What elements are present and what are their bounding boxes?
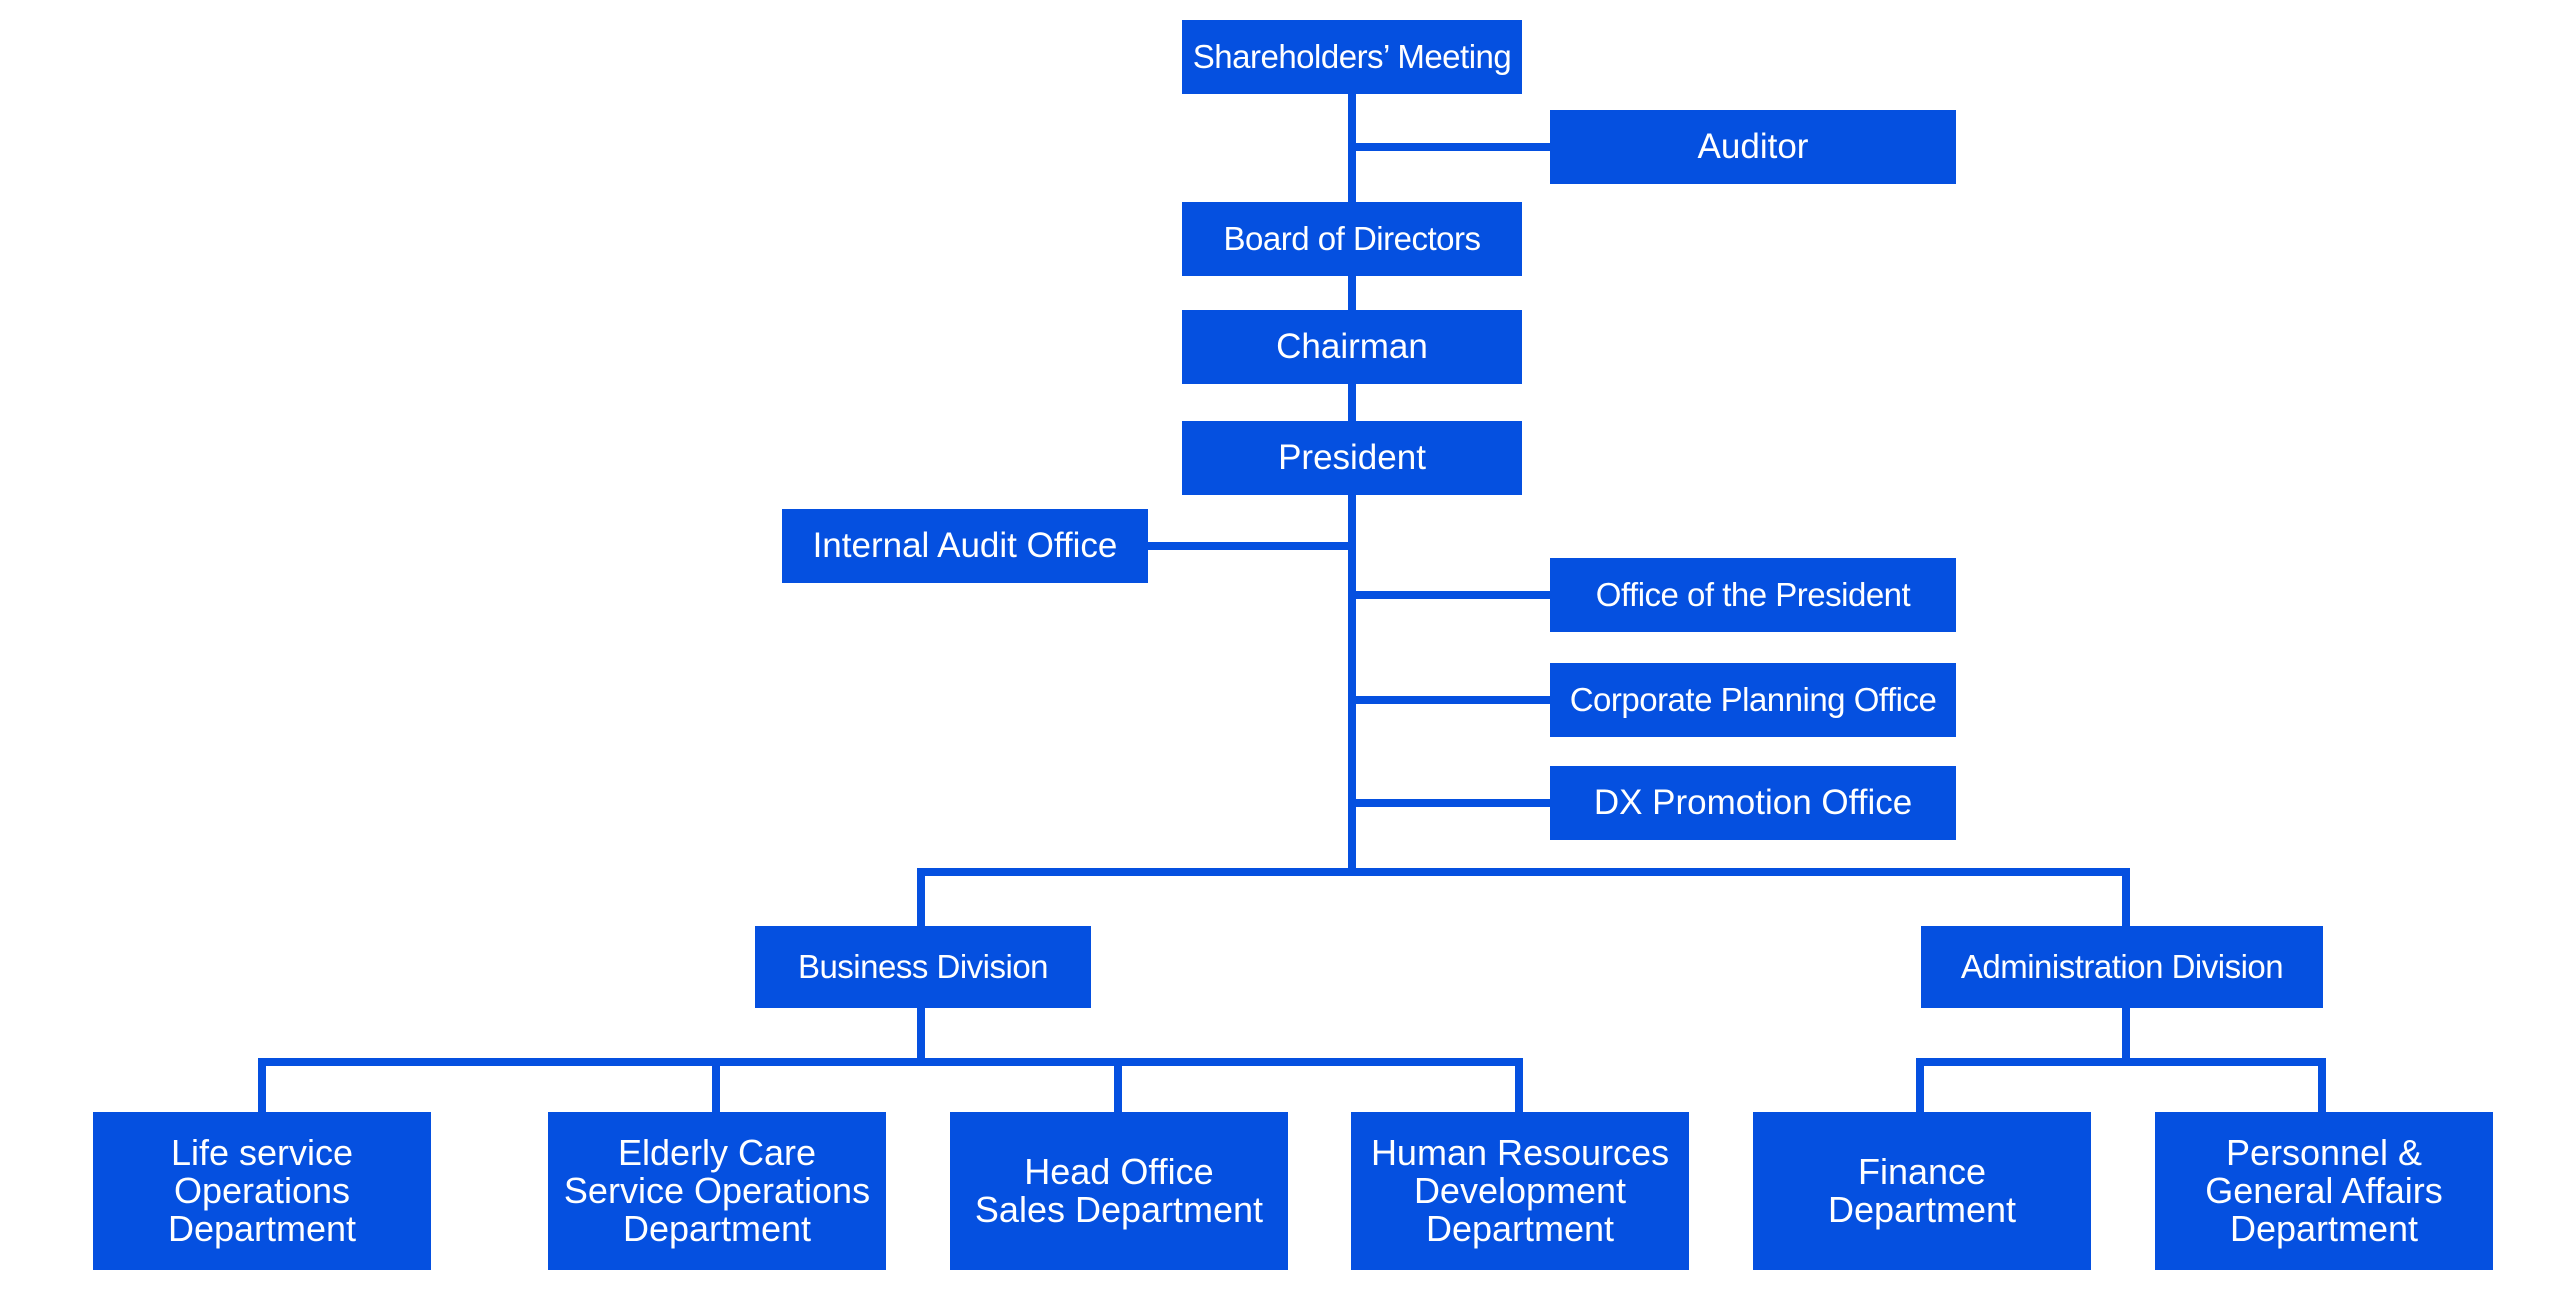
life-service-line-2: Operations — [173, 1170, 351, 1211]
auditor-label: Auditor — [1697, 127, 1809, 166]
human-resources-line-1: Human Resources — [1370, 1132, 1670, 1173]
finance-line-2: Department — [1827, 1189, 2017, 1230]
shareholders-meeting-label: Shareholders’ Meeting — [1192, 38, 1512, 75]
elderly-care-line-2: Service Operations — [563, 1170, 871, 1211]
life-service-operations-department-box: Life service Operations Department — [93, 1112, 431, 1270]
life-service-line-3: Department — [167, 1208, 357, 1249]
auditor-box: Auditor — [1550, 110, 1956, 184]
dx-promotion-office-box: DX Promotion Office — [1550, 766, 1956, 840]
board-of-directors-box: Board of Directors — [1182, 202, 1522, 276]
personnel-line-1: Personnel & — [2225, 1132, 2423, 1173]
president-box: President — [1182, 421, 1522, 495]
corporate-planning-office-box: Corporate Planning Office — [1550, 663, 1956, 737]
corporate-planning-office-label: Corporate Planning Office — [1569, 681, 1937, 718]
head-office-line-1: Head Office — [1024, 1151, 1214, 1192]
shareholders-meeting-box: Shareholders’ Meeting — [1182, 20, 1522, 94]
administration-division-label: Administration Division — [1960, 948, 2284, 985]
business-division-label: Business Division — [797, 948, 1049, 985]
internal-audit-office-box: Internal Audit Office — [782, 509, 1148, 583]
chairman-box: Chairman — [1182, 310, 1522, 384]
elderly-care-line-3: Department — [622, 1208, 812, 1249]
elderly-care-line-1: Elderly Care — [617, 1132, 817, 1173]
human-resources-development-department-box: Human Resources Development Department — [1351, 1112, 1689, 1270]
head-office-sales-department-box: Head Office Sales Department — [950, 1112, 1288, 1270]
life-service-line-1: Life service — [170, 1132, 354, 1173]
internal-audit-office-label: Internal Audit Office — [812, 526, 1118, 565]
business-division-box: Business Division — [755, 926, 1091, 1008]
dx-promotion-office-label: DX Promotion Office — [1593, 783, 1913, 822]
administration-division-box: Administration Division — [1921, 926, 2323, 1008]
finance-line-1: Finance — [1857, 1151, 1987, 1192]
finance-department-box: Finance Department — [1753, 1112, 2091, 1270]
human-resources-line-3: Department — [1425, 1208, 1615, 1249]
personnel-line-2: General Affairs — [2205, 1170, 2443, 1211]
human-resources-line-2: Development — [1413, 1170, 1627, 1211]
elderly-care-service-operations-department-box: Elderly Care Service Operations Departme… — [548, 1112, 886, 1270]
personnel-line-3: Department — [2229, 1208, 2419, 1249]
president-label: President — [1278, 438, 1426, 477]
personnel-general-affairs-department-box: Personnel & General Affairs Department — [2155, 1112, 2493, 1270]
board-of-directors-label: Board of Directors — [1223, 220, 1481, 257]
office-of-the-president-box: Office of the President — [1550, 558, 1956, 632]
head-office-line-2: Sales Department — [974, 1189, 1264, 1230]
office-of-the-president-label: Office of the President — [1595, 576, 1911, 613]
chairman-label: Chairman — [1276, 327, 1428, 366]
